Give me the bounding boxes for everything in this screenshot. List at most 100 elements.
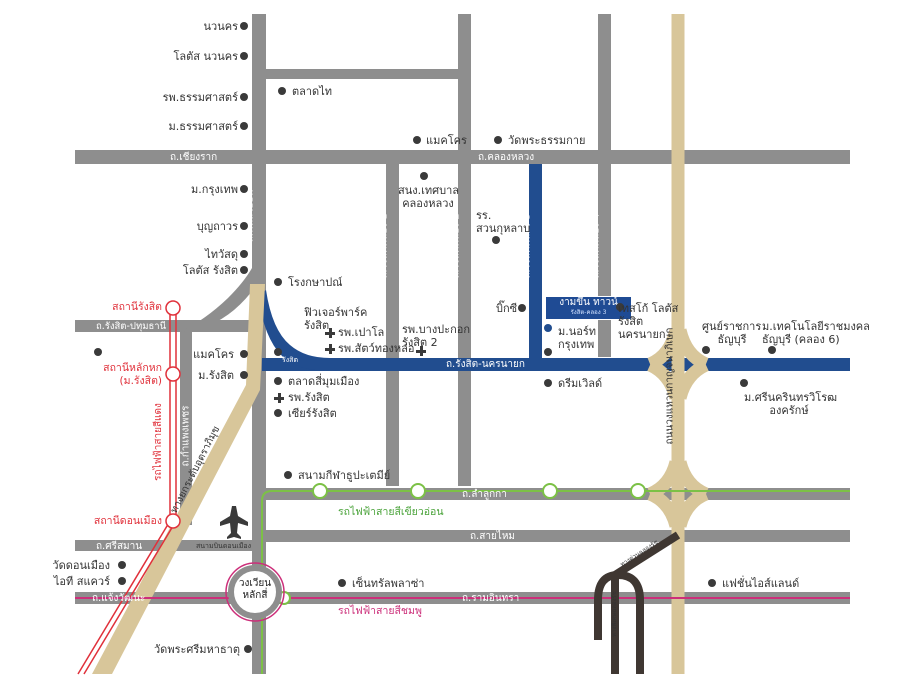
place-princess-2: องครักษ์ — [769, 404, 809, 417]
project-marker[interactable]: งามขึ้น ทาวน์ รังสิต-คลอง 3 — [545, 296, 632, 320]
dot-lotus-rangsit — [240, 266, 248, 274]
label-khlong-luang: ถ.คลองหลวง — [478, 152, 535, 163]
dot-wat-don-mueang — [118, 561, 126, 569]
place-north-bkk-2: กรุงเทพ — [558, 338, 595, 351]
place-bangpakok-1: รพ.บางปะกอก — [402, 323, 471, 336]
dot-suan-nong — [492, 236, 500, 244]
place-future-park-1: ฟิวเจอร์พาร์ค — [304, 306, 368, 319]
place-khlong-luang-municipal-1: สนง.เทศบาล — [398, 184, 459, 197]
green-station-2 — [410, 483, 426, 499]
place-lotus-nawanakorn: โลตัส นวนคร — [173, 50, 239, 63]
place-rongkanbabpun: โรงกษาปณ์ — [288, 276, 343, 289]
interchange-bot-right — [673, 359, 709, 400]
place-fashion-island: แฟชั่นไอส์แลนด์ — [722, 577, 800, 590]
hospital-icon-patavej — [325, 344, 335, 354]
hospital-icon-rangsit — [274, 393, 284, 403]
project-dot — [544, 324, 552, 332]
label-outer-ring: ถนนวงแหวนกาญจนาภิเษก — [664, 327, 676, 445]
dot-left-unlabeled — [94, 348, 102, 356]
place-tesco-1: เทสโก้ โลตัส — [618, 302, 679, 315]
green-line-track — [261, 483, 850, 674]
label-khlong4: ถ.รังสิตคลอง 4 — [590, 213, 602, 279]
roundabout-label: วงเวียน หลักสี่ — [232, 578, 278, 602]
place-bangkok-univ: ม.กรุงเทพ — [191, 183, 238, 196]
dot-rmutt — [768, 346, 776, 354]
place-central-plaza: เซ็นทรัลพลาซ่า — [352, 577, 425, 590]
place-wat-don-mueang: วัดดอนเมือง — [52, 559, 110, 572]
station-laksi-marker — [165, 366, 181, 382]
dot-fashion-island — [708, 579, 716, 587]
place-bunthavorn: บุญถาวร — [196, 220, 238, 233]
dot-dream-world — [544, 379, 552, 387]
green-station-3 — [542, 483, 558, 499]
place-wat-phra-thammakai: วัดพระธรรมกาย — [508, 134, 586, 147]
place-future-park-2: รังสิต — [304, 319, 330, 332]
dot-nawanakorn — [240, 22, 248, 30]
place-north-bkk-1: ม.นอร์ท — [558, 325, 597, 338]
dot-makro-top — [413, 136, 421, 144]
place-rangsit-univ: ม.รังสิต — [198, 369, 234, 382]
place-paolo: รพ.เปาโล — [338, 326, 385, 339]
dot-thaiwatsadu — [240, 250, 248, 258]
dot-talad-thai — [278, 87, 286, 95]
laksi-roundabout — [225, 562, 285, 622]
road-kamphaeng-phet — [180, 325, 192, 525]
place-rmutt-2: ธัญบุรี (คลอง 6) — [762, 333, 840, 346]
label-chaeng-watthana: ถ.แจ้งวัฒนะ — [92, 593, 146, 604]
place-thammasat-hospital: รพ.ธรรมศาสตร์ — [162, 91, 238, 104]
place-patavej: รพ.สัตว์ทองหล่อ — [338, 342, 415, 355]
label-sai-mai: ถ.สายไหม — [470, 531, 516, 542]
dot-rongkanbabpun — [274, 278, 282, 286]
dot-makro-mid — [240, 350, 248, 358]
station-donmueang-marker — [165, 513, 181, 529]
road-khlong1 — [386, 164, 399, 486]
dot-princess — [740, 379, 748, 387]
dot-bunthavorn — [240, 222, 248, 230]
place-rmutt-1: ม.เทคโนโลยีราชมงคล — [762, 320, 870, 333]
place-zeer-rangsit: เซียร์รังสิต — [288, 407, 337, 420]
road-rangsit-nakhonnayok — [262, 358, 850, 371]
place-it-square: ไอที สแควร์ — [53, 575, 110, 588]
place-lotus-rangsit: โลตัส รังสิต — [182, 264, 238, 277]
place-bangpakok-2: รังสิต 2 — [402, 336, 438, 349]
roundabout-ring — [225, 562, 285, 622]
project-name: งามขึ้น ทาวน์ — [559, 297, 618, 308]
dot-service-center — [702, 346, 710, 354]
place-suan-nong-1: รร. — [476, 209, 492, 222]
place-thaiwatsadu: ไทวัสดุ — [205, 248, 238, 261]
dot-bangkok-univ — [240, 185, 248, 193]
label-si-saman: ถ.ศรีสมาน — [96, 541, 143, 552]
place-wat-phra-sri: วัดพระศรีมหาธาตุ — [154, 643, 240, 656]
dot-bigc — [518, 304, 526, 312]
dot-lotus-nawanakorn — [240, 52, 248, 60]
dot-talad-simummuang — [274, 377, 282, 385]
place-princess-1: ม.ศรีนครินทรวิโรฒ — [744, 391, 838, 404]
roundabout-outer — [228, 565, 282, 619]
hospital-icon-paolo — [325, 328, 335, 338]
label-rangsit-pathum: ถ.รังสิต-ปทุมธานี — [96, 321, 167, 332]
place-makro-top: แมคโคร — [426, 134, 467, 147]
ramp-diagonal — [612, 531, 681, 579]
label-station-laksi-2: (ม.รังสิต) — [119, 375, 162, 387]
dot-future-park — [274, 348, 282, 356]
label-red-line: รถไฟฟ้าสายสีแดง — [152, 403, 164, 481]
label-station-rangsit: สถานีรังสิต — [112, 301, 162, 313]
airplane-icon — [220, 506, 248, 539]
airport-icon — [220, 506, 248, 539]
place-makro-mid: แมคโคร — [193, 348, 234, 361]
label-kamphaeng-phet: ถ.กำแพงเพชร — [180, 405, 192, 467]
dot-khlong-luang-municipal — [420, 172, 428, 180]
label-station-laksi-1: สถานีหลักหก — [103, 362, 162, 374]
road-khlong3 — [529, 164, 542, 364]
place-khlong-luang-municipal-2: คลองหลวง — [402, 197, 454, 210]
roundabout-line2: หลักสี่ — [242, 590, 268, 601]
place-bigc: บิ๊กซี — [496, 302, 518, 315]
station-rangsit-marker — [165, 300, 181, 316]
label-station-donmueang: สถานีดอนเมือง — [93, 515, 162, 527]
label-rangsit-chevron: รังสิต — [282, 356, 298, 364]
green-station-1 — [312, 483, 328, 499]
label-green-line: รถไฟฟ้าสายสีเขียวอ่อน — [338, 506, 444, 518]
label-airport: สนามบินดอนเมือง — [196, 542, 251, 550]
place-suan-nong-2: สวนกุหลาบ — [476, 222, 531, 235]
dot-wat-phra-sri — [244, 645, 252, 653]
